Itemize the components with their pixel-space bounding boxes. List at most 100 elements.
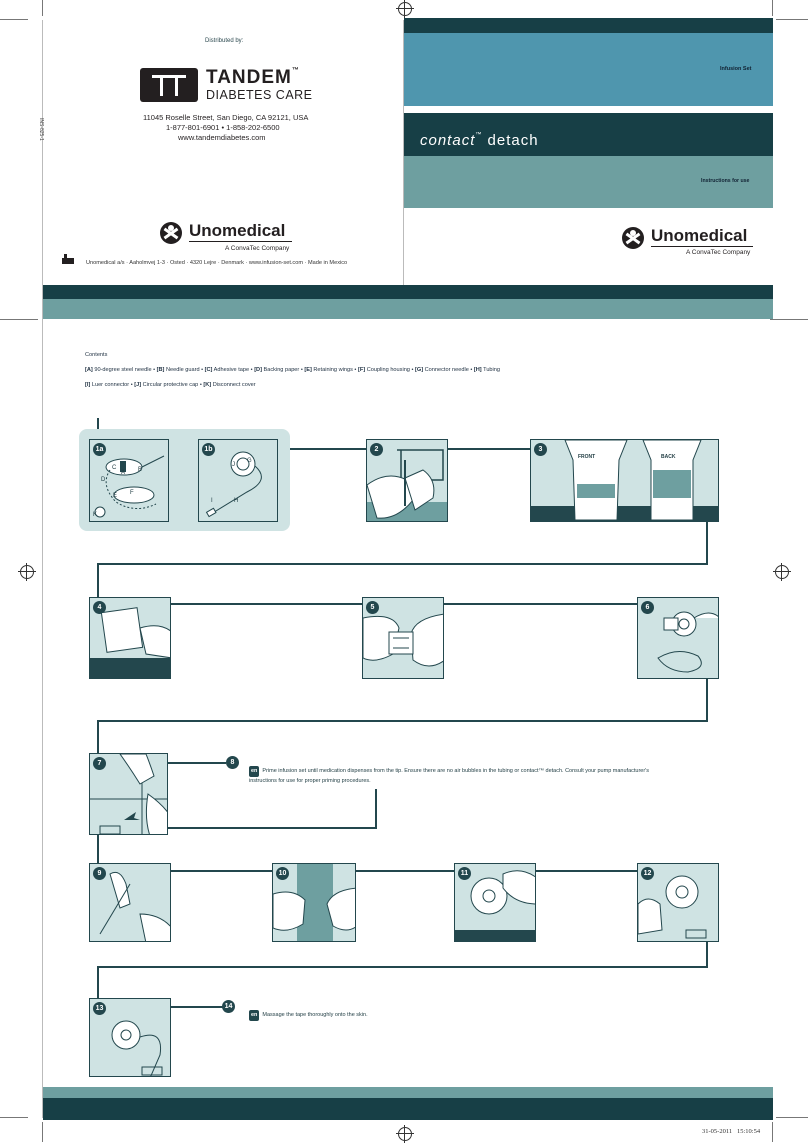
step-2-panel: 2 — [366, 439, 448, 522]
label-i: I — [211, 498, 213, 504]
tandem-brand-sub: DIABETES CARE — [206, 88, 313, 102]
part-code: INS-825-1 — [38, 118, 44, 141]
step-12-number: 12 — [641, 867, 654, 880]
cover-band-light — [404, 156, 773, 208]
flow-line — [97, 827, 99, 863]
registration-mark-left — [18, 563, 36, 581]
step-1b-panel: 1b J G H I — [198, 439, 278, 522]
step-8-number: 8 — [226, 756, 239, 769]
step-3-number: 3 — [534, 443, 547, 456]
label-k: K — [93, 512, 98, 518]
footer-band-dark — [43, 1098, 773, 1120]
tandem-brand-name: TANDEM — [206, 67, 292, 88]
divider-band-light — [43, 299, 773, 319]
trim-mark — [770, 319, 808, 320]
fold-line — [42, 20, 43, 1118]
trim-mark — [42, 0, 43, 16]
step-7-panel: 7 — [89, 753, 168, 835]
step-4-illustration — [90, 607, 170, 678]
step-7-illustration — [90, 754, 167, 834]
cover-unomedical-icon — [622, 227, 644, 249]
step-3-illustration — [531, 440, 718, 521]
flow-line — [448, 448, 530, 450]
registration-mark-right — [773, 563, 791, 581]
trim-mark — [776, 1117, 808, 1118]
trim-mark — [0, 1117, 28, 1118]
label-c: C — [112, 465, 117, 471]
cover-band-mid — [404, 33, 773, 106]
unomedical-logo-icon — [160, 222, 182, 244]
trim-mark — [0, 319, 38, 320]
step-5-panel: 5 — [362, 597, 444, 679]
step-10-number: 10 — [276, 867, 289, 880]
step-3-panel: 3 FRONT BACK — [530, 439, 719, 522]
label-e: E — [113, 493, 118, 499]
step-2-illustration — [367, 449, 447, 521]
product-tm: ™ — [475, 132, 483, 138]
product-name: contact — [420, 132, 476, 149]
flow-line — [170, 603, 362, 605]
flow-line — [97, 720, 708, 722]
flow-line — [97, 418, 99, 430]
unomedical-name: Unomedical — [189, 221, 286, 240]
trim-mark — [772, 1122, 773, 1142]
flow-line — [278, 448, 366, 450]
cover-band-dark — [404, 113, 773, 156]
trim-mark — [0, 19, 28, 20]
language-badge: en — [249, 1010, 260, 1021]
step-9-number: 9 — [93, 867, 106, 880]
step-11-panel: 11 — [454, 863, 536, 942]
flow-line — [706, 521, 708, 563]
step-4-panel: 4 — [89, 597, 171, 679]
step-9-panel: 9 — [89, 863, 171, 942]
step-4-number: 4 — [93, 601, 106, 614]
flow-line — [355, 870, 454, 872]
contents-line-1: [A] 90-degree steel needle • [B] Needle … — [85, 367, 501, 373]
flow-line — [97, 720, 99, 753]
distributed-by-label: Distributed by: — [205, 38, 244, 44]
cover-product-title: contact™ detach — [420, 132, 539, 149]
step-10-illustration — [273, 864, 355, 941]
flow-line — [97, 827, 377, 829]
contents-title: Contents — [85, 352, 108, 358]
cover-subtitle: Instructions for use — [701, 178, 750, 184]
step-11-illustration — [455, 870, 535, 941]
flow-line — [535, 870, 637, 872]
cover-brand: Unomedical — [651, 226, 748, 245]
language-badge: en — [249, 766, 260, 777]
distributor-address: 11045 Roselle Street, San Diego, CA 9212… — [143, 113, 309, 122]
flow-line — [706, 942, 708, 966]
registration-mark-bottom — [396, 1125, 414, 1143]
step-12-panel: 12 — [637, 863, 719, 942]
divider-band-dark — [43, 285, 773, 299]
step-14-text: Massage the tape thoroughly onto the ski… — [262, 1012, 368, 1018]
step-6-number: 6 — [641, 601, 654, 614]
distributor-website: www.tandemdiabetes.com — [178, 133, 266, 142]
step-10-panel: 10 — [272, 863, 356, 942]
product-sub: detach — [487, 132, 539, 149]
cover-band-dark-top — [404, 18, 773, 33]
step-2-number: 2 — [370, 443, 383, 456]
manufacturer-icon — [62, 254, 74, 264]
cover-category: Infusion Set — [720, 66, 752, 72]
tandem-logo-icon — [140, 68, 198, 102]
trim-mark — [42, 1122, 43, 1142]
step-1a-illustration — [94, 455, 165, 518]
print-timestamp: 31-05-2011 15:10:54 — [702, 1128, 761, 1135]
step-13-number: 13 — [93, 1002, 106, 1015]
step-14-number: 14 — [222, 1000, 235, 1013]
step-9-illustration — [99, 871, 170, 941]
step-1b-illustration — [205, 451, 262, 518]
step-13-illustration — [111, 1020, 163, 1076]
step-6-illustration — [657, 611, 718, 673]
flow-line — [375, 789, 377, 827]
distributor-phones: 1-877-801-6901 • 1-858-202-6500 — [166, 123, 280, 132]
flow-line — [97, 966, 99, 998]
back-label: BACK — [661, 454, 676, 460]
label-b: B — [138, 467, 143, 473]
footer-band-light — [43, 1087, 773, 1098]
flow-line — [170, 1006, 228, 1008]
flow-line — [706, 677, 708, 720]
label-d: D — [101, 477, 106, 483]
